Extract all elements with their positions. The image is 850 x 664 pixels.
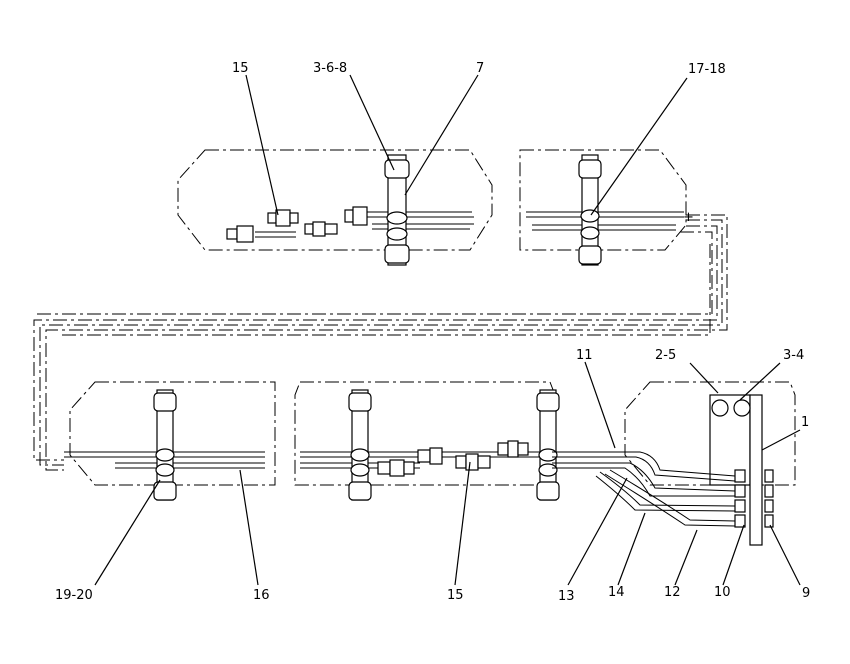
callout-15-upper: 15: [232, 61, 249, 76]
hose-routing-loop: [33, 214, 728, 471]
callout-10: 10: [714, 585, 731, 600]
callout-13: 13: [558, 589, 575, 604]
callout-17-18: 17-18: [688, 62, 726, 77]
callout-19-20: 19-20: [55, 588, 93, 603]
callout-12: 12: [664, 585, 681, 600]
callout-9: 9: [802, 586, 810, 601]
frame-section-lower-middle: [294, 381, 560, 501]
svg-text:+: +: [683, 210, 694, 225]
frame-section-upper-left: [177, 149, 493, 266]
callout-labels: 15 3-6-8 7 17-18 11 2-5 3-4 1 19-20 16 1…: [55, 61, 810, 604]
callout-7: 7: [476, 61, 484, 76]
callout-15-lower: 15: [447, 588, 464, 603]
frame-section-upper-right: +: [519, 149, 694, 266]
leader-lines: [94, 74, 801, 586]
callout-16: 16: [253, 588, 270, 603]
frame-section-lower-right: [624, 381, 796, 546]
frame-section-lower-left: [64, 381, 276, 501]
callout-14: 14: [608, 585, 625, 600]
callout-11: 11: [576, 348, 593, 363]
callout-3-4: 3-4: [783, 348, 804, 363]
callout-1: 1: [801, 415, 809, 430]
callout-2-5: 2-5: [655, 348, 676, 363]
hose-bundle-right: [552, 451, 736, 527]
callout-3-6-8: 3-6-8: [313, 61, 347, 76]
